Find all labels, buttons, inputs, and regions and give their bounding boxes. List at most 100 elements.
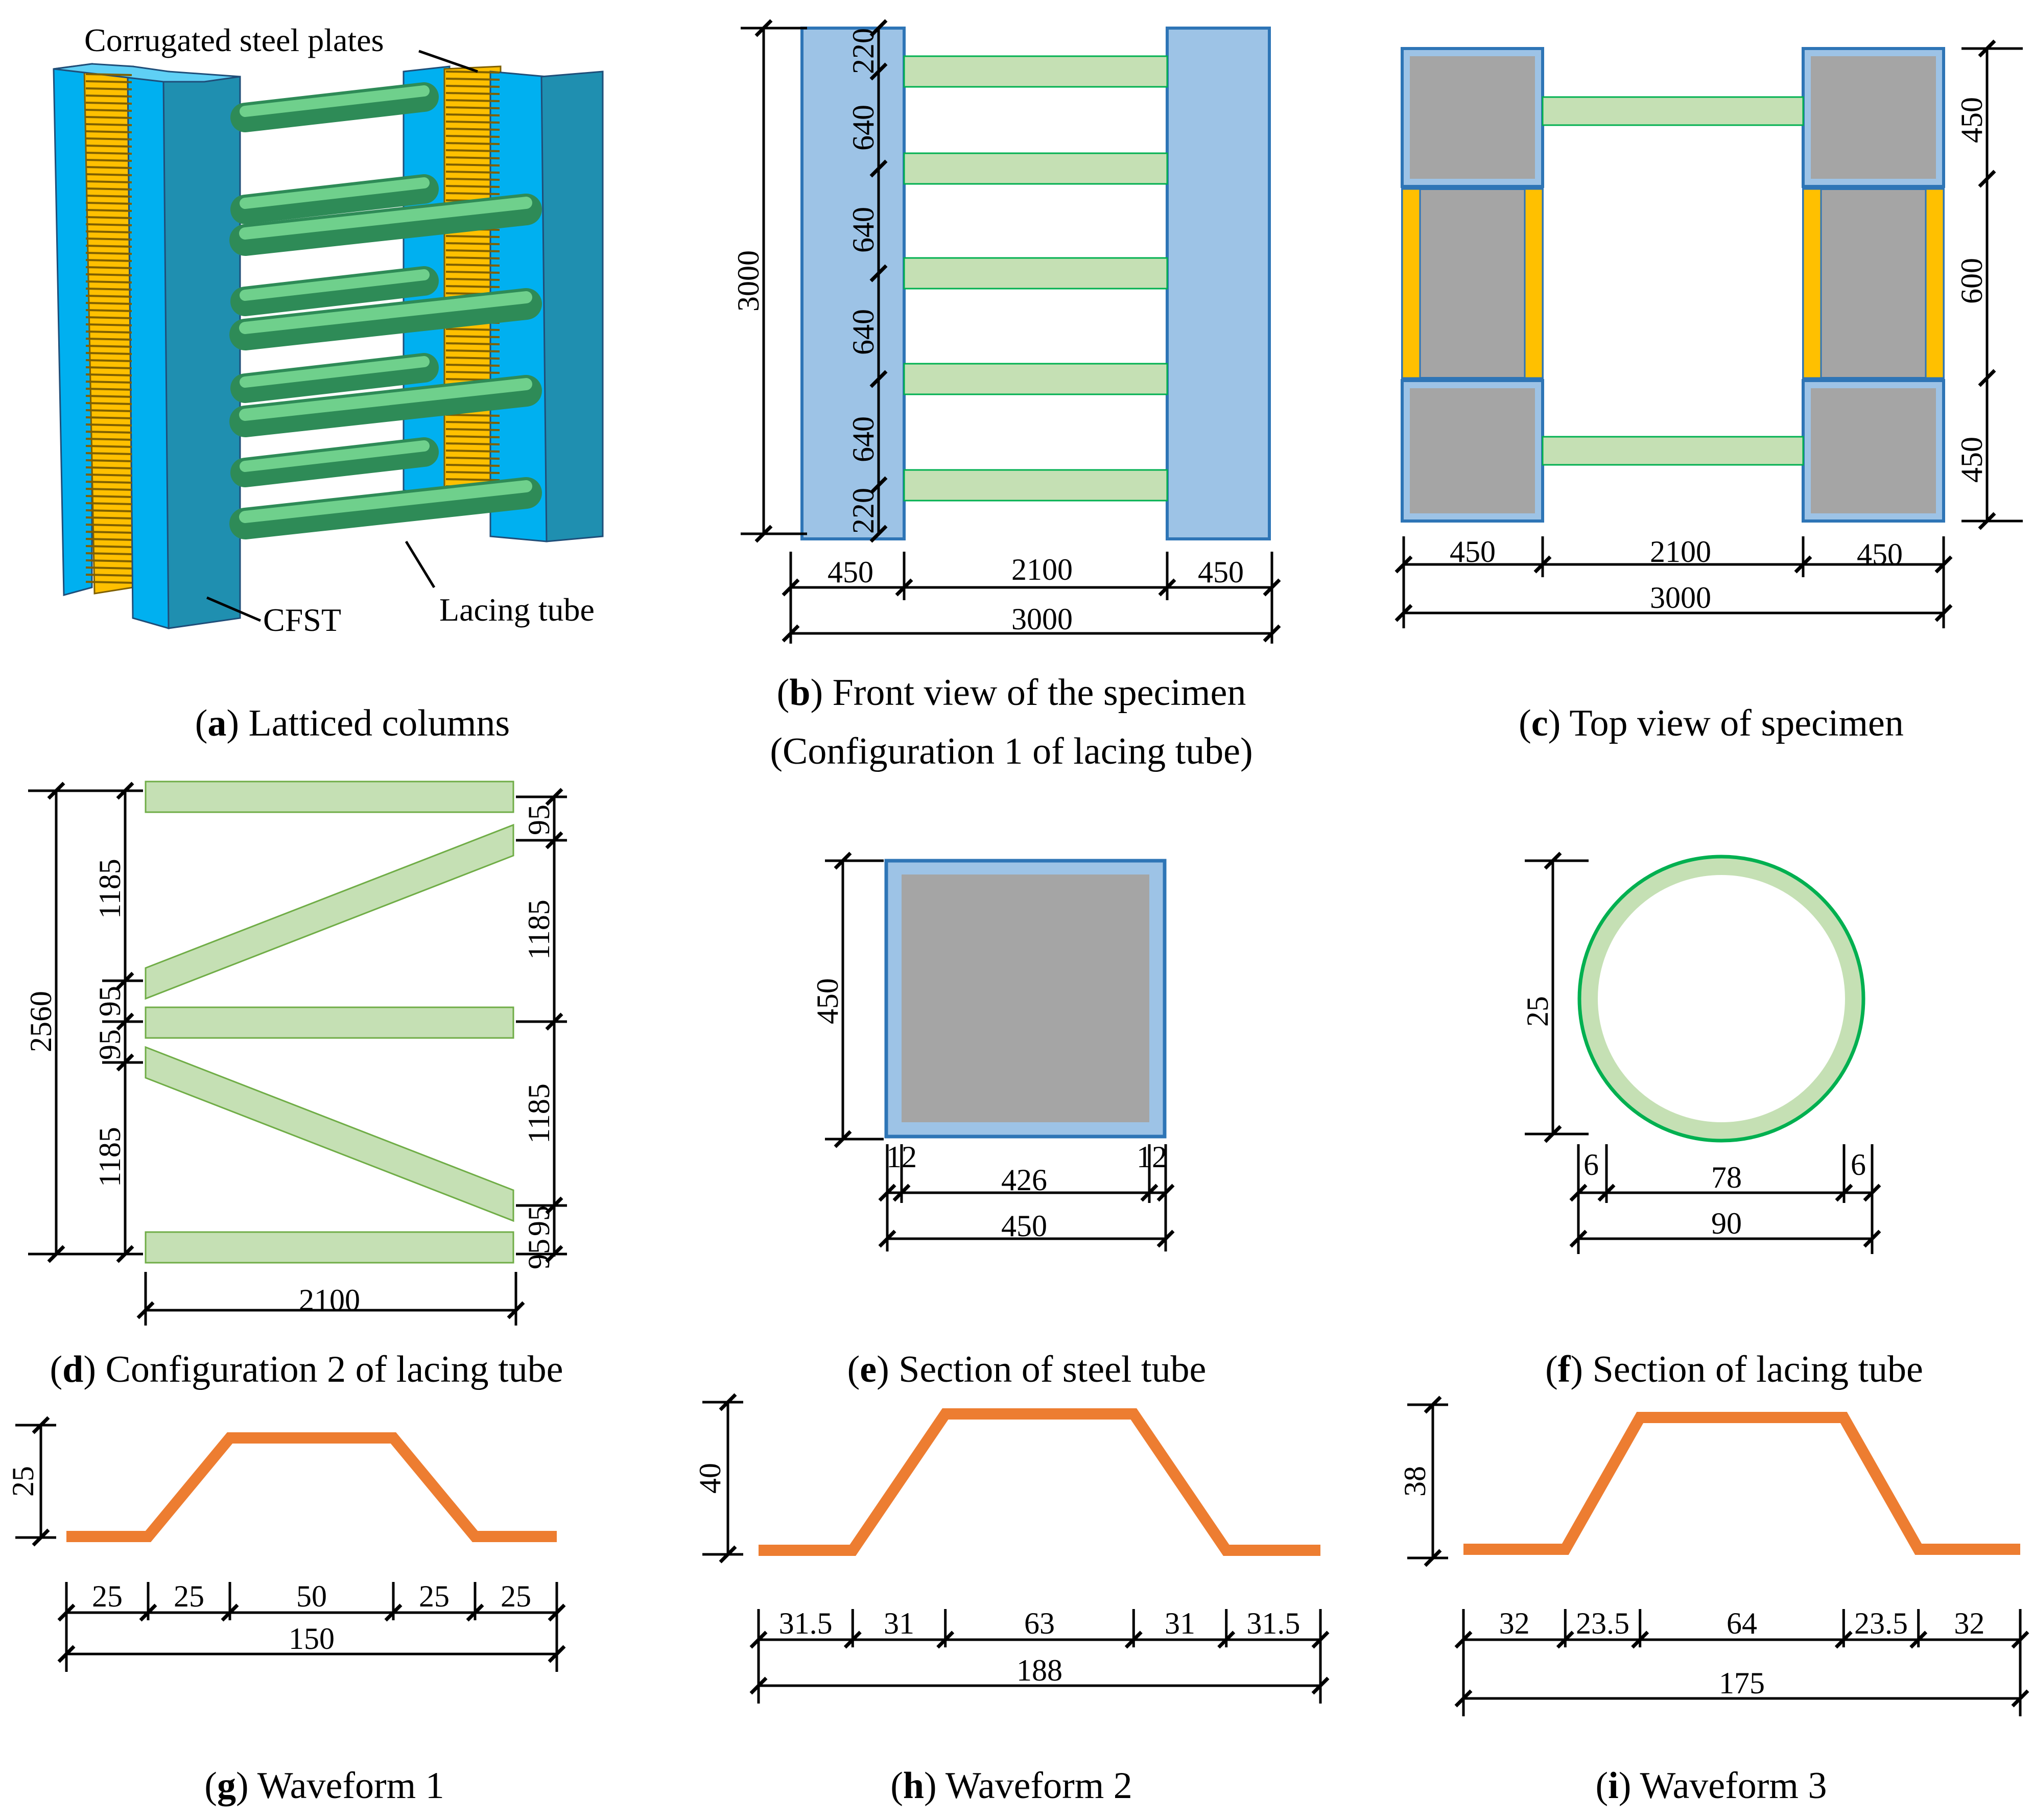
lacing-diagonal-lower — [145, 1046, 514, 1222]
dim-total-label: 150 — [289, 1622, 335, 1656]
corrugation-line — [85, 330, 132, 334]
corrugation-line — [445, 357, 500, 360]
corrugation-line — [85, 531, 132, 534]
tick — [1569, 1184, 1588, 1202]
corrugation-line — [85, 381, 132, 384]
corrugation-line — [85, 409, 132, 412]
tick — [545, 831, 563, 849]
corrugation-line — [445, 192, 500, 195]
tick — [869, 476, 888, 494]
dim-segment-label: 50 — [296, 1579, 327, 1613]
lacing-tube-back — [230, 353, 439, 403]
lacing-tube-highlight — [239, 197, 532, 240]
tick — [869, 525, 888, 543]
tick — [869, 62, 888, 81]
corrugation-line — [85, 431, 132, 434]
panel-c-top-view: 450 600 450 450 2100 450 3000 (c) Top vi… — [1394, 39, 2023, 744]
corrugation-line — [85, 524, 132, 527]
corrugation-line — [85, 73, 132, 76]
lacing-tube-1 — [903, 55, 1168, 88]
tick — [869, 19, 888, 37]
concrete-core — [1410, 56, 1535, 179]
corrugation-line — [445, 85, 500, 88]
label-corrugated-steel-plates: Corrugated steel plates — [84, 22, 384, 58]
tick — [545, 1012, 563, 1031]
tick — [782, 578, 800, 597]
concrete-core — [1410, 388, 1535, 513]
dim-segment-label: 31 — [884, 1606, 914, 1640]
tick — [1263, 624, 1281, 643]
lacing-diagonal-upper — [145, 823, 514, 1000]
tick — [1835, 1184, 1853, 1202]
corrugation-line — [85, 488, 132, 491]
corrugated-plate-left-b — [1524, 188, 1544, 379]
tick — [1934, 555, 1953, 574]
left-cfst-face — [162, 76, 241, 629]
corrugation-line — [85, 502, 132, 505]
caption-a: (a) Latticed columns — [195, 702, 510, 744]
dim-segment-label: 64 — [1727, 1606, 1757, 1640]
tick — [1863, 1230, 1881, 1248]
corrugation-line — [445, 478, 500, 481]
left-column-top — [53, 63, 241, 83]
corrugation-line — [85, 238, 132, 241]
tick — [1394, 604, 1413, 622]
dim-segment-label: 25 — [501, 1579, 531, 1613]
corrugation-line — [445, 171, 500, 174]
corrugation-line — [85, 116, 132, 119]
lacing-tube-highlight — [240, 269, 430, 301]
corrugation-line — [85, 388, 132, 391]
corrugation-line — [445, 342, 500, 345]
corrugation-line — [445, 464, 500, 467]
infill-right — [1802, 188, 1945, 379]
dim-e-thickness-right: 12 — [1137, 1140, 1167, 1174]
tick — [32, 1416, 50, 1434]
waveform-profile — [66, 1432, 557, 1542]
dim-d-l4: 1185 — [93, 1127, 127, 1187]
right-cfst-column — [1166, 27, 1271, 540]
corrugation-line — [445, 121, 500, 124]
corrugation-line — [85, 259, 132, 262]
tick — [895, 578, 913, 597]
caption-i: (i) Waveform 3 — [1596, 1765, 1827, 1807]
corrugation-line — [445, 242, 500, 245]
concrete-core — [902, 874, 1149, 1122]
lacing-tube-highlight — [239, 378, 532, 421]
corrugation-line — [85, 559, 132, 562]
corrugation-line — [85, 359, 132, 362]
leader-cfst — [206, 596, 261, 622]
leader-corrugated — [418, 50, 478, 73]
lacing-horizontal-middle — [145, 1006, 514, 1039]
tick — [1424, 1396, 1442, 1414]
corrugation-line — [445, 457, 500, 460]
corrugation-line — [85, 159, 132, 162]
corrugation-line — [85, 438, 132, 441]
tick — [1569, 1230, 1588, 1248]
tick — [1156, 1184, 1175, 1202]
panel-d-configuration-2: 2560 1185 95 95 1185 95 1185 1185 95 95 — [24, 781, 567, 1390]
tick — [749, 1676, 768, 1695]
corrugated-plate-right-a — [1802, 188, 1822, 379]
corrugation-line — [445, 471, 500, 474]
corrugation-line — [445, 235, 500, 238]
dim-segment-label: 63 — [1024, 1606, 1055, 1640]
dim-e-height: 450 — [811, 978, 844, 1024]
tick — [1140, 1184, 1159, 1202]
corrugation-line — [445, 178, 500, 181]
corrugation-line — [445, 113, 500, 116]
tick — [878, 1230, 896, 1248]
corrugation-line — [85, 216, 132, 219]
dim-f-height: 25 — [1521, 996, 1554, 1027]
tick — [32, 1528, 50, 1547]
corrugation-line — [85, 323, 132, 326]
dim-segment-label: 31 — [1165, 1606, 1195, 1640]
dim-c-right-top: 450 — [1955, 97, 1989, 143]
dim-e-inner: 426 — [1001, 1163, 1047, 1197]
tick — [116, 782, 134, 800]
dim-height-label: 25 — [6, 1466, 40, 1497]
dim-segment-label: 23.5 — [1854, 1606, 1908, 1640]
tick — [1597, 1184, 1616, 1202]
tick — [1533, 555, 1552, 574]
